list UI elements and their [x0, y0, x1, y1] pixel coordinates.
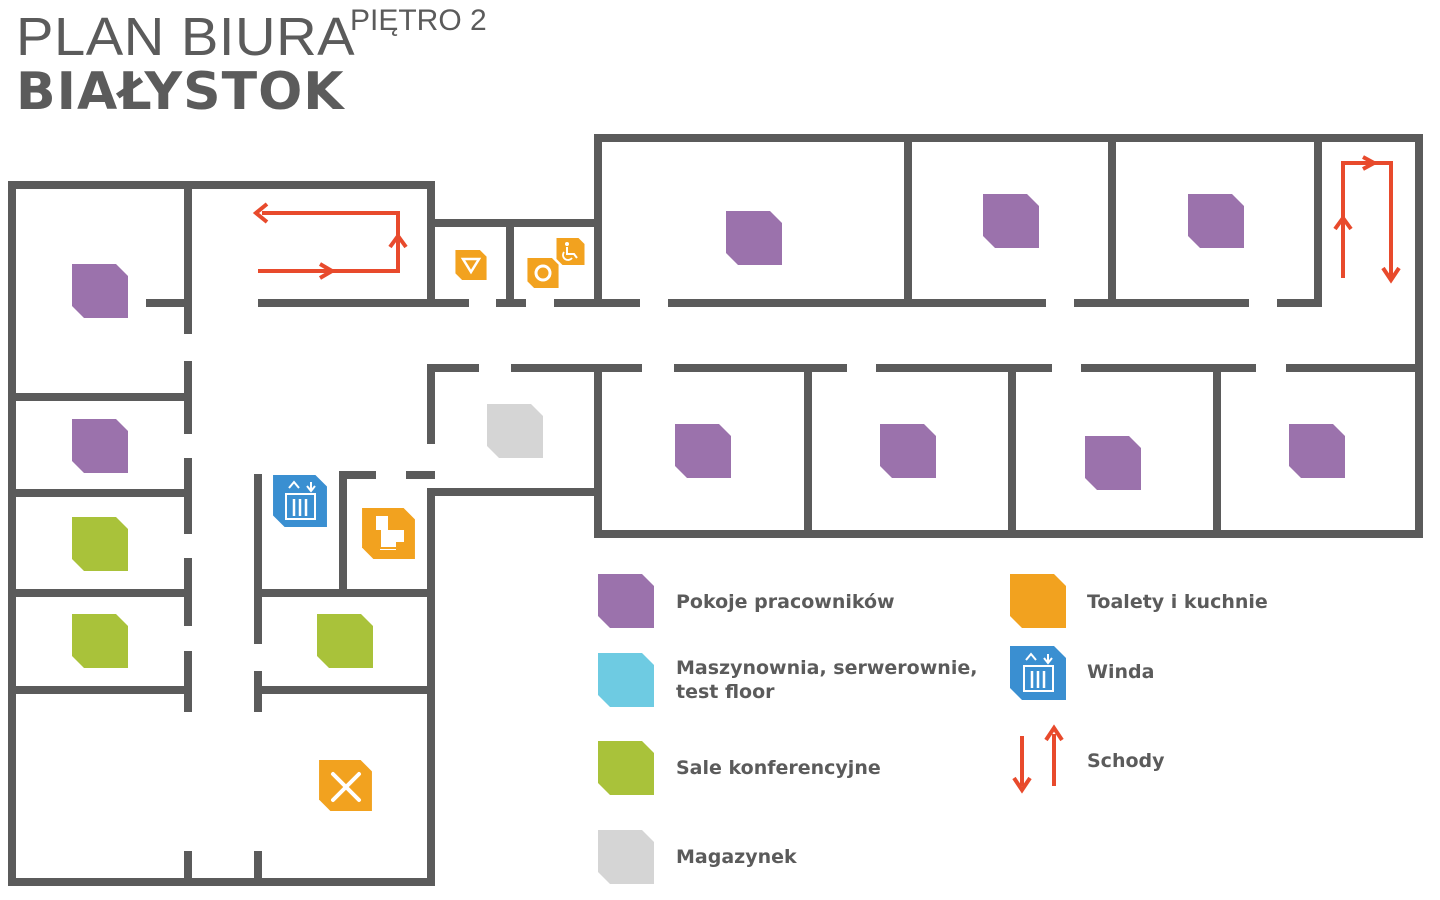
legend — [598, 574, 1066, 884]
city-label: BIAŁYSTOK — [16, 62, 345, 122]
staff-room-tile — [1188, 194, 1244, 248]
elevator-icon — [273, 475, 327, 527]
restroom-women-icon — [455, 250, 487, 280]
legend-storage-swatch — [598, 830, 654, 884]
wheelchair-icon — [556, 238, 585, 265]
floor-label: PIĘTRO 2 — [350, 4, 487, 37]
conference-room-tile — [72, 517, 128, 571]
legend-server-swatch — [598, 653, 654, 707]
legend-storage-label: Magazynek — [676, 846, 797, 868]
legend-stairs-icon — [1012, 724, 1064, 794]
legend-staff-swatch — [598, 574, 654, 628]
staff-room-tile — [1289, 424, 1345, 478]
staff-rooms — [72, 194, 1345, 490]
staff-room-tile — [1085, 436, 1141, 490]
legend-server-label-1: Maszynownia, serwerownie, — [676, 657, 978, 679]
legend-conference-label: Sale konferencyjne — [676, 757, 881, 779]
legend-elevator-label: Winda — [1087, 661, 1155, 683]
legend-elevator-icon — [1010, 646, 1066, 700]
conference-room-tile — [72, 614, 128, 668]
legend-conference-swatch — [598, 741, 654, 795]
title: PLAN BIURA — [16, 6, 355, 68]
walls — [8, 134, 1423, 886]
legend-stairs-label: Schody — [1087, 750, 1165, 772]
legend-staff-label: Pokoje pracowników — [676, 591, 895, 613]
storage-tile — [487, 404, 543, 458]
title-text: PLAN BIURA — [16, 7, 356, 67]
staff-room-tile — [880, 424, 936, 478]
stairs-arrows-icon — [252, 155, 1401, 284]
staff-room-tile — [72, 264, 128, 318]
legend-toilet-label: Toalety i kuchnie — [1087, 591, 1268, 613]
legend-server-label-2: test floor — [676, 681, 775, 703]
staff-room-tile — [675, 424, 731, 478]
legend-toilet-swatch — [1010, 574, 1066, 628]
sink-icon — [362, 508, 415, 559]
fork-knife-icon — [319, 760, 372, 811]
staff-room-tile — [726, 211, 782, 265]
conference-room-tile — [317, 614, 373, 668]
restroom-men-icon — [527, 258, 559, 288]
staff-room-tile — [983, 194, 1039, 248]
staff-room-tile — [72, 419, 128, 473]
